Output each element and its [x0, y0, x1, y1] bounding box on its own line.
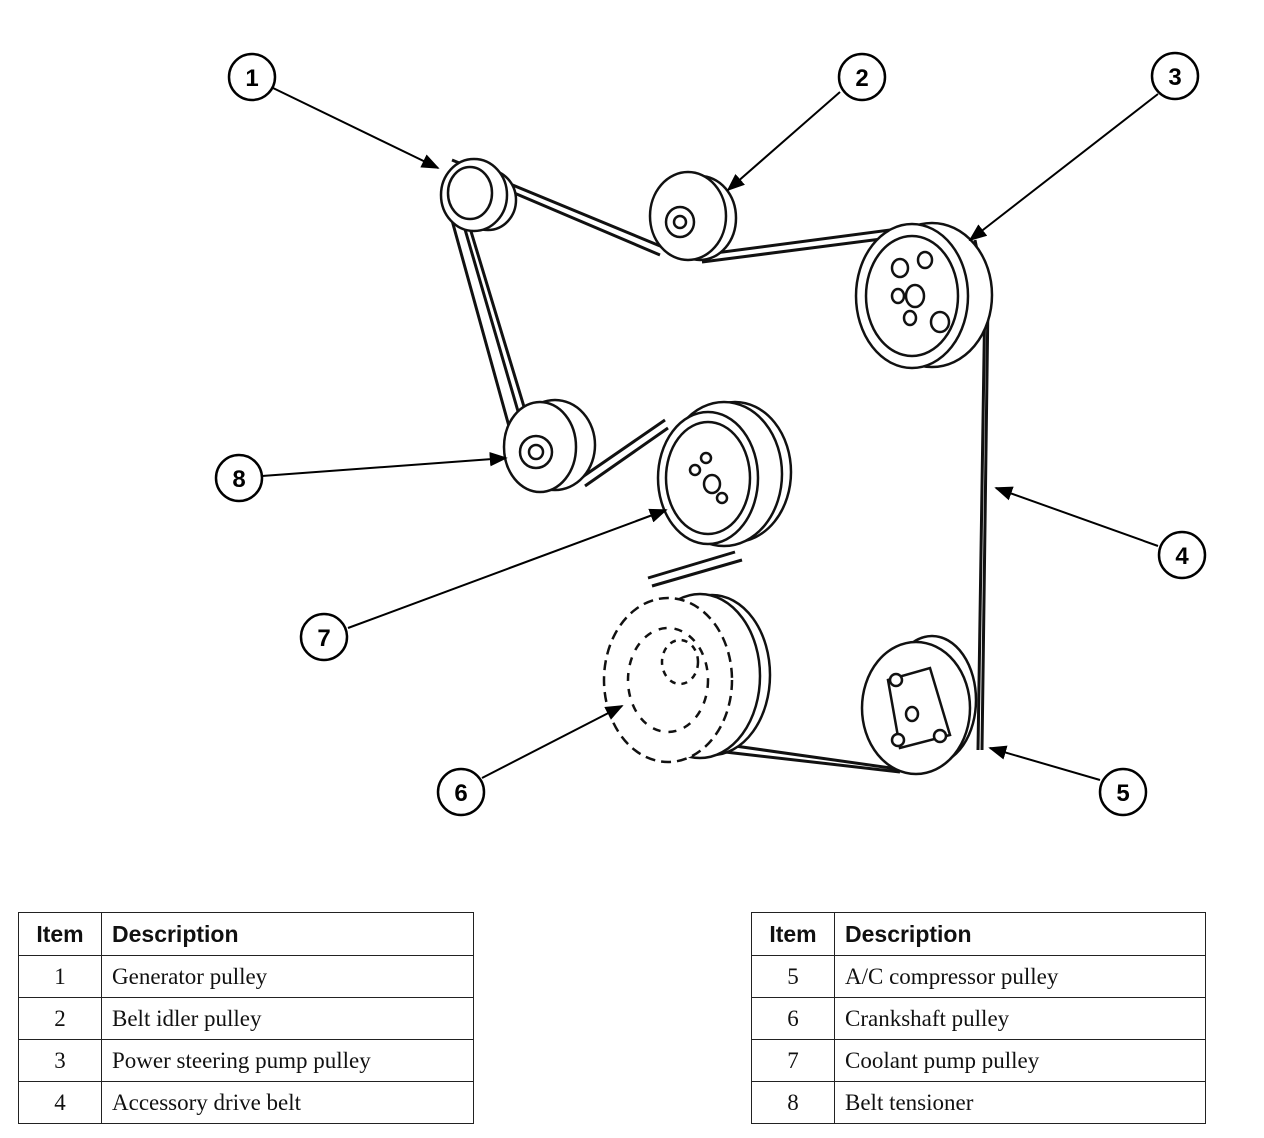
- ac-compressor-pulley: [860, 634, 978, 776]
- callout-5: 5: [1098, 767, 1148, 817]
- table-row: 5 A/C compressor pulley: [751, 955, 1206, 998]
- callout-7: 7: [299, 612, 349, 662]
- table-row: 1 Generator pulley: [18, 955, 474, 998]
- svg-text:2: 2: [855, 65, 868, 92]
- callout-6: 6: [436, 767, 486, 817]
- callout-1: 1: [227, 52, 277, 102]
- belt-routing-diagram: 1 2 3 4 5 6 7 8: [214, 51, 1207, 817]
- item-number: 2: [18, 997, 102, 1040]
- item-number: 7: [751, 1039, 835, 1082]
- item-number: 8: [751, 1081, 835, 1124]
- svg-text:1: 1: [245, 65, 258, 92]
- item-description: Crankshaft pulley: [834, 997, 1206, 1040]
- belt-idler-pulley: [648, 170, 738, 262]
- legend-table-left: Item Description 1 Generator pulley 2 Be…: [18, 912, 474, 1124]
- table-row: 3 Power steering pump pulley: [18, 1039, 474, 1082]
- item-description: Coolant pump pulley: [834, 1039, 1206, 1082]
- table-row: 8 Belt tensioner: [751, 1081, 1206, 1124]
- item-description: Belt idler pulley: [101, 997, 474, 1040]
- svg-text:3: 3: [1168, 64, 1181, 91]
- item-header: Item: [751, 912, 835, 956]
- generator-pulley: [439, 157, 518, 233]
- crankshaft-pulley: [602, 592, 772, 764]
- table-row: 4 Accessory drive belt: [18, 1081, 474, 1124]
- svg-text:5: 5: [1116, 780, 1129, 807]
- callout-2: 2: [837, 52, 887, 102]
- item-number: 3: [18, 1039, 102, 1082]
- svg-text:6: 6: [454, 780, 467, 807]
- table-row: 6 Crankshaft pulley: [751, 997, 1206, 1040]
- table-row: 7 Coolant pump pulley: [751, 1039, 1206, 1082]
- svg-text:4: 4: [1175, 543, 1189, 570]
- item-description: Generator pulley: [101, 955, 474, 998]
- callout-3: 3: [1150, 51, 1200, 101]
- callout-8: 8: [214, 453, 264, 503]
- item-description: Accessory drive belt: [101, 1081, 474, 1124]
- coolant-pump-pulley: [656, 400, 793, 548]
- svg-text:8: 8: [232, 466, 245, 493]
- item-number: 4: [18, 1081, 102, 1124]
- item-description: A/C compressor pulley: [834, 955, 1206, 998]
- item-description: Power steering pump pulley: [101, 1039, 474, 1082]
- table-row: 2 Belt idler pulley: [18, 997, 474, 1040]
- legend-header-row: Item Description: [18, 912, 474, 956]
- item-header: Item: [18, 912, 102, 956]
- item-number: 1: [18, 955, 102, 998]
- belt-tensioner: [502, 398, 597, 494]
- legend-table-right: Item Description 5 A/C compressor pulley…: [751, 912, 1206, 1124]
- item-number: 5: [751, 955, 835, 998]
- item-description: Belt tensioner: [834, 1081, 1206, 1124]
- svg-text:7: 7: [317, 625, 330, 652]
- callout-4: 4: [1157, 530, 1207, 580]
- legend-header-row: Item Description: [751, 912, 1206, 956]
- description-header: Description: [101, 912, 474, 956]
- description-header: Description: [834, 912, 1206, 956]
- leader-arrows: [261, 87, 1159, 781]
- power-steering-pump-pulley: [854, 221, 994, 370]
- item-number: 6: [751, 997, 835, 1040]
